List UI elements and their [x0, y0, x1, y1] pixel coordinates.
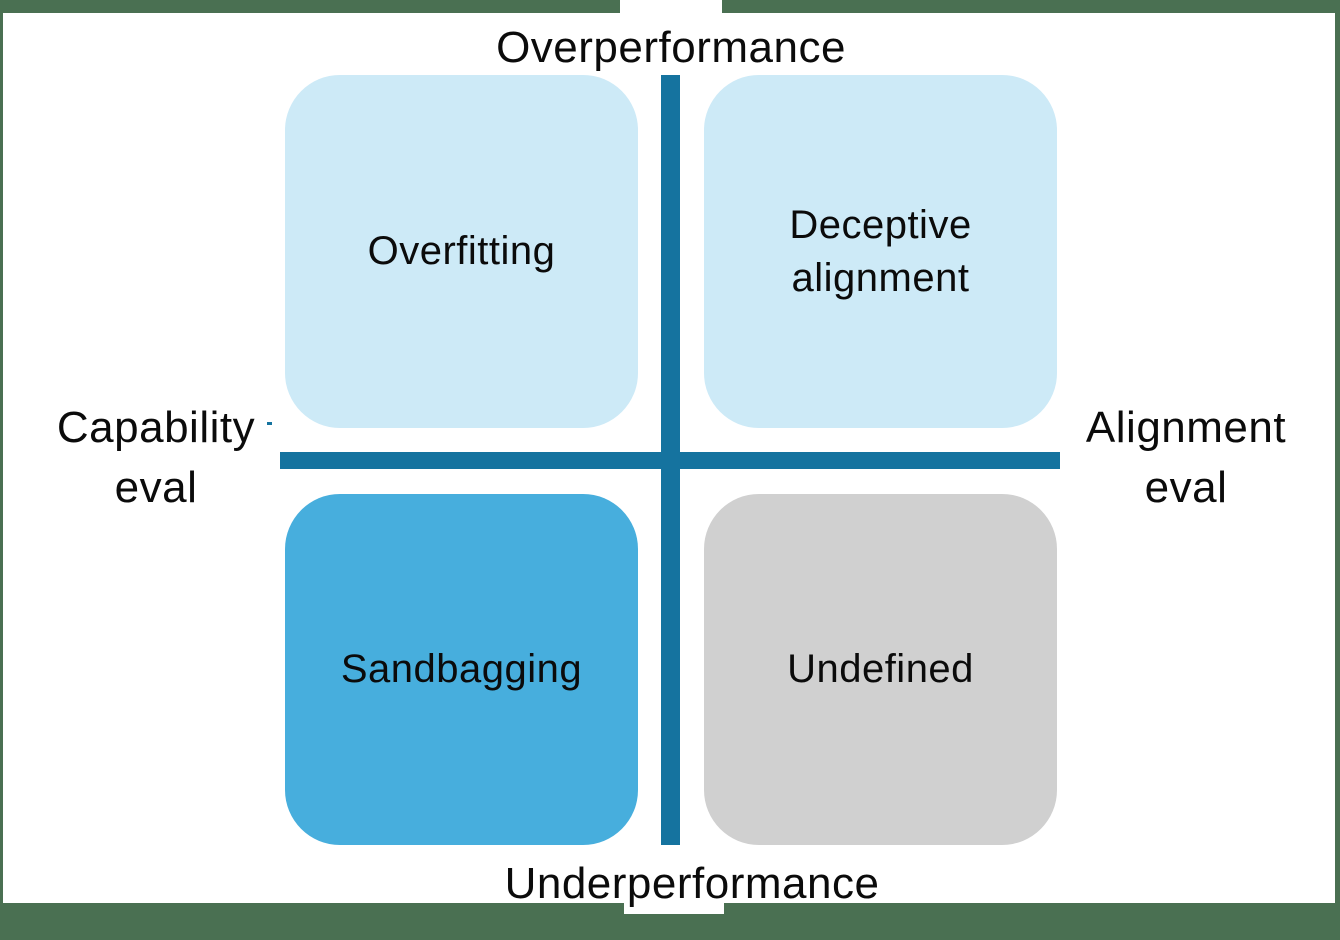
quadrant-deceptive-alignment-label: Deceptive alignment — [789, 199, 971, 305]
quadrant-undefined-label: Undefined — [787, 647, 974, 692]
quadrant-sandbagging-label: Sandbagging — [340, 647, 583, 692]
quadrant-deceptive-alignment: Deceptive alignment — [704, 75, 1057, 428]
axis-label-capability-eval: Capability eval — [57, 398, 255, 518]
quadrant-overfitting: Overfitting — [285, 75, 638, 428]
horizontal-axis-line — [280, 452, 1060, 469]
quadrant-sandbagging: Sandbagging — [285, 494, 638, 845]
quadrant-overfitting-label: Overfitting — [367, 229, 556, 274]
axis-label-capability-eval-line2: eval — [114, 462, 198, 512]
quadrant-deceptive-alignment-label-line1: Deceptive — [789, 202, 972, 247]
figure-background-bottom-notch — [624, 903, 724, 914]
quadrant-deceptive-alignment-label-line2: alignment — [791, 255, 970, 300]
left-axis-tick-mark — [267, 422, 272, 425]
axis-label-capability-eval-line1: Capability — [56, 403, 256, 452]
axis-label-alignment-eval-line2: eval — [1144, 462, 1228, 512]
figure-background-top-notch — [620, 0, 722, 14]
axis-label-alignment-eval-line1: Alignment — [1085, 403, 1287, 452]
axis-label-overperformance: Overperformance — [496, 23, 846, 72]
axis-label-underperformance: Underperformance — [504, 859, 880, 908]
axis-label-alignment-eval: Alignment eval — [1086, 398, 1286, 518]
quadrant-undefined: Undefined — [704, 494, 1057, 845]
